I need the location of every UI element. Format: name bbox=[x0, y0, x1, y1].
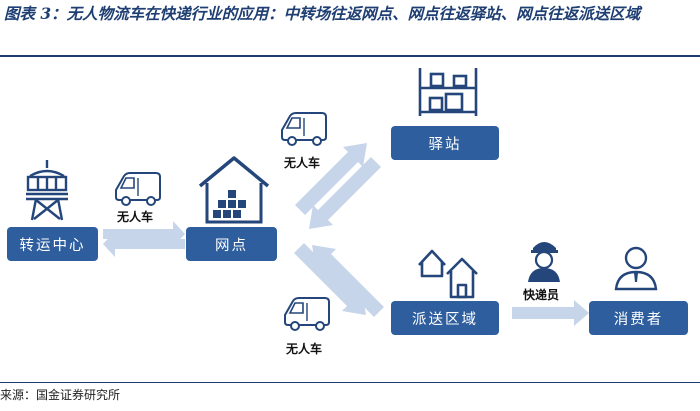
bottom-divider bbox=[0, 382, 700, 383]
transit-tower-icon bbox=[26, 160, 68, 221]
node-transit-center-label: 转运中心 bbox=[19, 237, 86, 254]
delivery-consumer-arrow bbox=[512, 300, 589, 326]
residential-houses-icon bbox=[418, 249, 478, 299]
shelf-icon bbox=[418, 68, 478, 116]
node-transit-center: 转运中心 bbox=[7, 227, 98, 261]
vehicle-left-label: 无人车 bbox=[117, 210, 154, 224]
vehicle-top-icon bbox=[281, 112, 327, 146]
node-delivery-area: 派送区域 bbox=[391, 301, 499, 335]
outlet-delivery-arrows bbox=[294, 243, 384, 317]
warehouse-icon bbox=[198, 156, 270, 224]
node-outlet-label: 网点 bbox=[215, 237, 248, 254]
courier-icon bbox=[528, 242, 560, 282]
transit-outlet-arrows bbox=[103, 221, 185, 257]
node-consumer: 消费者 bbox=[589, 301, 688, 335]
outlet-station-arrows bbox=[295, 143, 381, 229]
node-delivery-area-label: 派送区域 bbox=[412, 311, 478, 328]
consumer-icon bbox=[614, 246, 658, 291]
vehicle-left-icon bbox=[115, 172, 161, 206]
source-note: 来源：国金证券研究所 bbox=[0, 388, 121, 402]
node-outlet: 网点 bbox=[186, 227, 277, 261]
node-station: 驿站 bbox=[391, 126, 499, 160]
top-divider bbox=[0, 55, 700, 57]
figure-title: 图表 3：无人物流车在快递行业的应用：中转场往返网点、网点往返驿站、网点往返派送… bbox=[4, 4, 641, 23]
node-consumer-label: 消费者 bbox=[613, 311, 664, 328]
vehicle-bottom-icon bbox=[284, 297, 330, 331]
courier-label: 快递员 bbox=[523, 288, 560, 302]
vehicle-top-label: 无人车 bbox=[284, 156, 321, 170]
node-station-label: 驿站 bbox=[428, 136, 462, 153]
vehicle-bottom-label: 无人车 bbox=[286, 342, 323, 356]
